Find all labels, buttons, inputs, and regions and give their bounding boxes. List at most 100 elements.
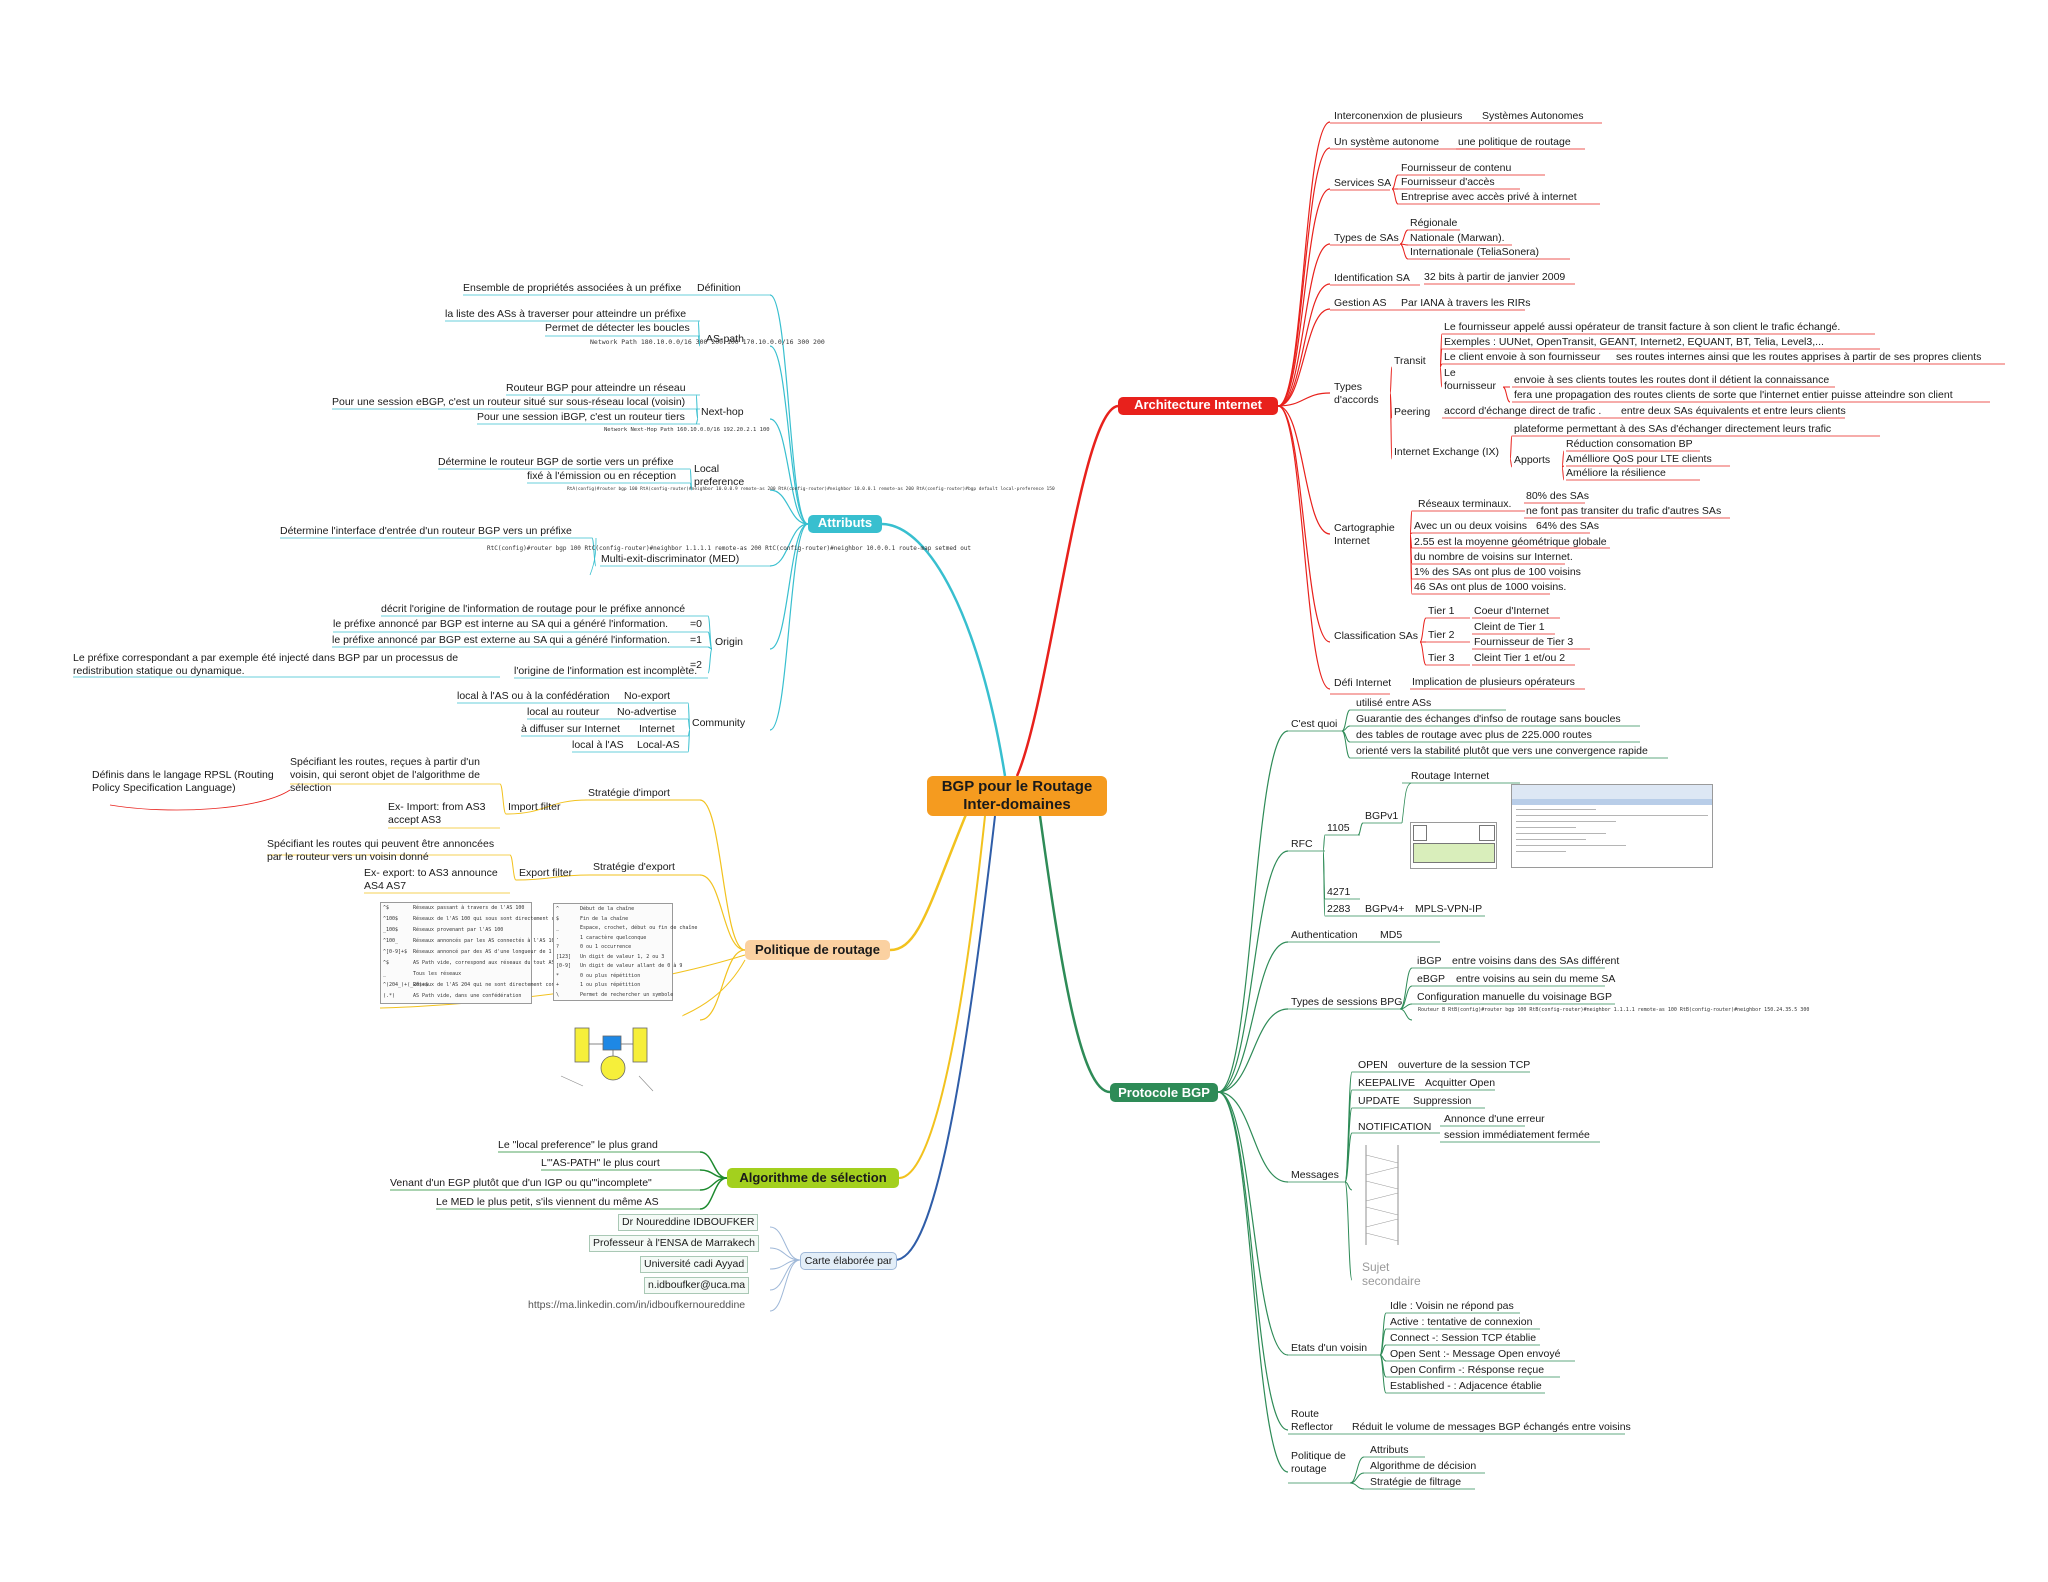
- regex-pattern: .: [556, 934, 560, 941]
- connector-line: [1322, 850, 1326, 900]
- proto-mpls: MPLS-VPN-IP: [1415, 903, 1483, 915]
- proto-sujet-secondaire: Sujet secondaire: [1362, 1260, 1421, 1288]
- connector-line: [769, 523, 809, 731]
- connector-line: [687, 702, 691, 731]
- regex-description: Réseaux provenant par l'AS 100: [413, 927, 504, 933]
- connector-line: [1349, 1482, 1365, 1490]
- node-algorithme-selection[interactable]: Algorithme de sélection: [727, 1168, 899, 1188]
- connector-line: [1409, 533, 1413, 564]
- proto-etats-label: Etats d'un voisin: [1291, 1342, 1368, 1354]
- connector-line: [1561, 466, 1565, 481]
- arch-tier-desc: Cleint de Tier 1: [1474, 621, 1545, 633]
- connector-line: [1357, 822, 1364, 836]
- attr-nexthop-item: Routeur BGP pour atteindre un réseau: [506, 382, 686, 394]
- arch-transit-item: Le client envoie à son fournisseur: [1444, 351, 1601, 363]
- attr-localpref-item: Détermine le routeur BGP de sortie vers …: [438, 456, 674, 468]
- carte-university: Université cadi Ayyad: [640, 1256, 749, 1273]
- arch-types-sas: Types de SAs: [1334, 232, 1399, 244]
- proto-cestquoi-label: C'est quoi: [1291, 718, 1338, 730]
- carte-role: Professeur à l'ENSA de Marrakech: [589, 1235, 759, 1252]
- connector-line: [699, 949, 746, 1021]
- proto-cestquoi-item: Guarantie des échanges d'infso de routag…: [1356, 713, 1621, 725]
- proto-session-config: Configuration manuelle du voisinage BGP: [1417, 991, 1612, 1003]
- connector-line: [1399, 243, 1409, 246]
- connector-line: [707, 631, 713, 650]
- arch-cartographie: Cartographie Internet: [1334, 522, 1395, 547]
- arch-64pct: 64% des SAs: [1536, 520, 1600, 532]
- connector-line: [769, 1226, 801, 1261]
- proto-msg-type: OPEN: [1358, 1059, 1388, 1071]
- regex-pattern: ^100$: [383, 916, 399, 922]
- regex-pattern: ^[0-9]+$: [383, 949, 408, 955]
- connector-line: [1217, 1091, 1289, 1473]
- connector-line: [1561, 465, 1565, 468]
- attr-localpref-label: Local preference: [694, 463, 745, 488]
- arch-identification: Identification SA: [1334, 272, 1410, 284]
- connector-line: [707, 646, 713, 650]
- connector-line: [898, 815, 986, 1179]
- regex-table-left: ^$Réseaux passant à travers de l'AS 100^…: [380, 902, 576, 1004]
- connector-line: [894, 815, 996, 1261]
- proto-etat-item: Established - : Adjacence établie: [1390, 1380, 1542, 1392]
- proto-rr-desc: Réduit le volume de messages BGP échangé…: [1352, 1421, 1631, 1433]
- regex-description: Réseaux annoncé par des AS d'une longueu…: [413, 949, 570, 955]
- node-politique-routage[interactable]: Politique de routage: [745, 940, 890, 960]
- attr-nexthop-item: Pour une session iBGP, c'est un routeur …: [477, 411, 685, 423]
- arch-peering: Peering: [1394, 406, 1431, 418]
- connector-line: [1389, 392, 1393, 419]
- connector-line: [1379, 1354, 1387, 1362]
- connector-line: [1409, 533, 1413, 580]
- connector-line: [1217, 1091, 1289, 1183]
- proto-auth-md5: MD5: [1380, 929, 1403, 941]
- connector-line: [1277, 405, 1331, 690]
- node-carte-elaboree[interactable]: Carte élaborée par: [800, 1252, 897, 1270]
- proto-msg-desc: Acquitter Open: [1425, 1077, 1496, 1089]
- connector-line: [769, 418, 809, 525]
- arch-avec-voisins: Avec un ou deux voisins: [1414, 520, 1528, 532]
- attr-definition-label: Définition: [697, 282, 741, 294]
- connector-line: [707, 648, 713, 674]
- attr-localpref-item: fixé à l'émission ou en réception: [527, 470, 677, 482]
- connector-line: [1344, 1071, 1353, 1183]
- arch-politique-routage: une politique de routage: [1458, 136, 1571, 148]
- connector-line: [1277, 121, 1331, 407]
- connector-line: [699, 874, 746, 951]
- connector-line: [1344, 1089, 1353, 1183]
- regex-description: Fin de la chaîne: [580, 915, 629, 922]
- connector-line: [1277, 405, 1331, 643]
- connector-line: [1389, 366, 1393, 394]
- arch-types-item: Internationale (TeliaSonera): [1410, 246, 1539, 258]
- node-architecture-internet[interactable]: Architecture Internet: [1118, 397, 1278, 415]
- regex-pattern: _100$: [383, 927, 399, 933]
- connector-line: [682, 959, 746, 1017]
- attr-community-val: Local-AS: [637, 739, 680, 751]
- attr-nexthop-table: Network Next-Hop Path 160.10.0.0/16 192.…: [604, 427, 770, 433]
- connector-line: [1217, 1008, 1289, 1093]
- connector-line: [699, 1177, 728, 1191]
- node-protocole-bgp[interactable]: Protocole BGP: [1110, 1083, 1218, 1102]
- regex-pattern: [0-9]: [556, 963, 572, 969]
- connector-line: [1344, 1132, 1353, 1183]
- connector-line: [1379, 1328, 1387, 1356]
- arch-stat1: 1% des SAs ont plus de 100 voisins: [1414, 566, 1581, 578]
- connector-line: [1277, 147, 1331, 407]
- attr-definition-text: Ensemble de propriétés associées à un pr…: [463, 282, 682, 294]
- connector-line: [1217, 730, 1289, 1093]
- carte-linkedin-link[interactable]: https://ma.linkedin.com/in/idboufkernour…: [528, 1299, 746, 1311]
- proto-pol-item: Attributs: [1370, 1444, 1409, 1456]
- pol-import-label: Stratégie d'import: [588, 787, 670, 799]
- pol-export-filter: Export filter: [519, 867, 573, 879]
- bgp-message-sequence-diagram: [1365, 1145, 1399, 1245]
- central-topic[interactable]: BGP pour le Routage Inter-domaines: [927, 776, 1107, 816]
- proto-msg-desc: Suppression: [1413, 1095, 1472, 1107]
- proto-session-desc: entre voisins au sein du meme SA: [1456, 973, 1616, 985]
- connector-line: [1509, 435, 1513, 460]
- regex-description: Réseaux annoncés par les AS connectés à …: [413, 938, 558, 944]
- connector-line: [1217, 1091, 1289, 1356]
- regex-pattern: _: [556, 925, 560, 931]
- regex-pattern: ^$: [383, 905, 390, 911]
- node-attributs[interactable]: Attributs: [808, 515, 882, 533]
- carte-email[interactable]: n.idboufker@uca.ma: [644, 1277, 750, 1294]
- regex-description: Espace, crochet, début ou fin de chaîne: [580, 925, 698, 931]
- proto-etat-item: Open Sent :- Message Open envoyé: [1390, 1348, 1561, 1360]
